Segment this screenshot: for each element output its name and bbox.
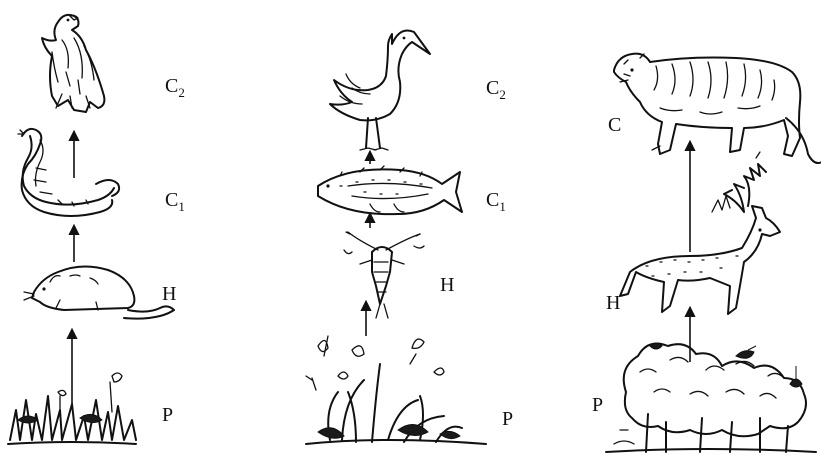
eagle-icon [42, 15, 104, 112]
fish-icon [318, 166, 462, 214]
rat-icon [24, 266, 174, 318]
chain2-label-h: H [440, 274, 454, 296]
deer-icon [620, 164, 780, 314]
chain1-label-h: H [162, 283, 176, 305]
crustacean-icon [344, 232, 424, 318]
chain2-label-c1: C1 [486, 189, 506, 214]
heron-icon [330, 31, 430, 151]
trees-icon [606, 343, 816, 452]
aquatic-plants-icon [306, 336, 486, 444]
chain1-label-p: P [162, 404, 173, 426]
chain1-label-c2: C2 [165, 75, 185, 100]
chain3-label-h: H [606, 292, 620, 314]
chain1-label-c1: C1 [165, 189, 185, 214]
chain2-label-p: P [502, 408, 513, 430]
tiger-icon [614, 54, 821, 163]
food-chain-1: C2 C1 H P [8, 15, 185, 444]
food-chain-3: C H P [592, 54, 821, 452]
chain2-label-c2: C2 [486, 77, 506, 102]
food-chain-2: C2 C1 H P [306, 31, 513, 445]
chain3-label-c: C [608, 114, 621, 136]
chain3-label-p: P [592, 394, 603, 416]
snake-icon [18, 129, 119, 216]
